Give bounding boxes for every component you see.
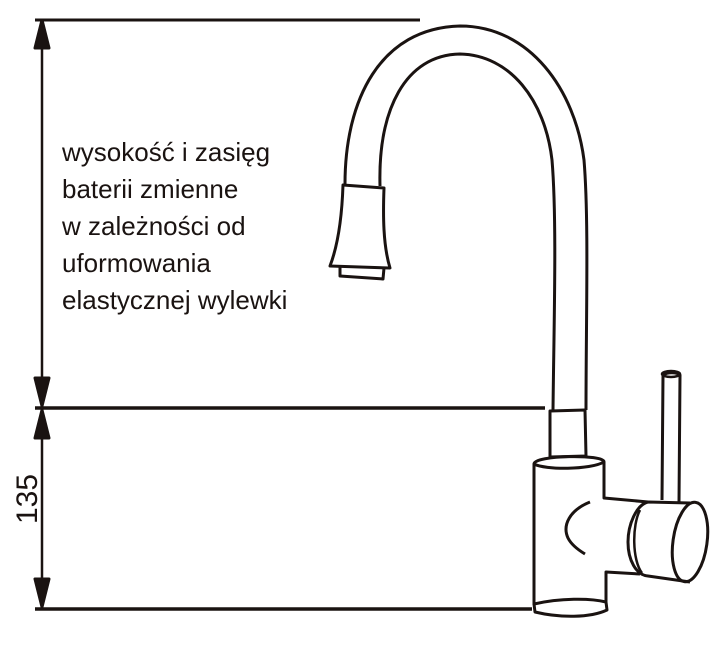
annotation-line: uformowania	[62, 248, 211, 278]
hose-outer	[343, 24, 589, 411]
arrow-down-icon	[33, 376, 51, 408]
handle-end	[670, 500, 710, 584]
dimension-label: 135	[11, 473, 44, 525]
annotation-line: w zależności od	[62, 211, 246, 241]
collar	[548, 408, 588, 459]
annotation-line: elastycznej wylewki	[62, 285, 288, 315]
base-cap	[532, 601, 609, 618]
annotation-line: wysokość i zasięg	[62, 137, 271, 167]
arrow-down-icon	[33, 577, 51, 609]
faucet-body	[532, 455, 649, 606]
arrow-up-icon	[33, 18, 51, 50]
annotation-text: wysokość i zasięg baterii zmienne w zale…	[62, 134, 287, 319]
handle-lever	[660, 371, 682, 504]
dimension-line	[33, 18, 51, 609]
spray-head	[328, 183, 392, 270]
hose-inner	[378, 52, 557, 411]
arrow-up-icon	[33, 408, 51, 440]
annotation-line: baterii zmienne	[62, 174, 239, 204]
handle-cylinder	[626, 500, 691, 584]
spray-nozzle	[338, 266, 386, 281]
body-mark	[564, 500, 591, 556]
